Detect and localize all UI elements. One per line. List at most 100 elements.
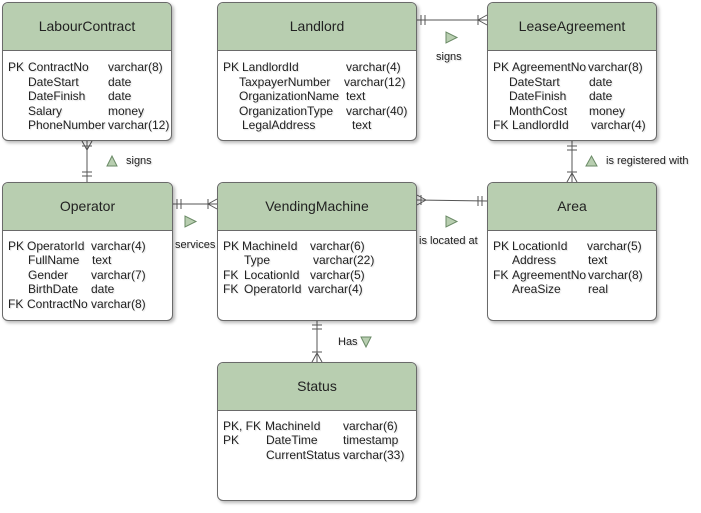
attr-type: varchar(8) bbox=[588, 268, 643, 282]
entity-operator[interactable]: Operator PK OperatorId varchar(4) FullNa… bbox=[2, 182, 173, 321]
attr-key: FK bbox=[493, 268, 509, 282]
attr-type: varchar(6) bbox=[343, 419, 398, 433]
attr-name: DateFinish bbox=[28, 89, 86, 103]
attr-name: OperatorId bbox=[27, 239, 85, 253]
attr-type: varchar(8) bbox=[588, 60, 643, 74]
attr-key: FK bbox=[8, 297, 24, 311]
entity-status[interactable]: Status PK, FK MachineId varchar(6) PK Da… bbox=[217, 362, 417, 501]
attr-type: date bbox=[91, 282, 115, 296]
attr-name: DateTime bbox=[266, 433, 318, 447]
attr-name: TaxpayerNumber bbox=[239, 75, 331, 89]
attr-type: varchar(22) bbox=[313, 253, 375, 267]
attr-name: AreaSize bbox=[512, 282, 561, 296]
attr-name: OperatorId bbox=[244, 282, 302, 296]
attr-type: money bbox=[108, 104, 145, 118]
attr-name: LocationId bbox=[512, 239, 568, 253]
attr-name: PhoneNumber bbox=[28, 118, 106, 132]
attr-type: text bbox=[352, 118, 372, 132]
entity-title: Area bbox=[488, 183, 656, 231]
attr-name: DateStart bbox=[509, 75, 560, 89]
attr-key: FK bbox=[223, 282, 239, 296]
attr-key: PK bbox=[493, 60, 510, 74]
entity-title: Landlord bbox=[218, 3, 416, 51]
attr-type: date bbox=[589, 75, 613, 89]
attr-type: varchar(4) bbox=[308, 282, 363, 296]
entity-landlord[interactable]: Landlord PK LandlordId varchar(4) Taxpay… bbox=[217, 2, 417, 141]
attr-name: Gender bbox=[28, 268, 69, 282]
attr-key: FK bbox=[223, 268, 239, 282]
attr-key: PK bbox=[8, 239, 25, 253]
attr-type: timestamp bbox=[343, 433, 399, 447]
attr-type: varchar(40) bbox=[346, 104, 408, 118]
attr-name: CurrentStatus bbox=[266, 448, 341, 462]
attr-name: LegalAddress bbox=[242, 118, 316, 132]
attr-type: real bbox=[588, 282, 609, 296]
direction-arrow-machine-status bbox=[360, 336, 372, 349]
attr-name: LocationId bbox=[244, 268, 300, 282]
attr-name: BirthDate bbox=[28, 282, 79, 296]
direction-arrow-machine-area bbox=[445, 215, 459, 228]
attr-type: varchar(6) bbox=[310, 239, 365, 253]
attr-key: PK bbox=[223, 60, 240, 74]
attr-key: PK bbox=[223, 433, 240, 447]
attr-type: varchar(12) bbox=[344, 75, 406, 89]
rel-label-machine-status: Has bbox=[338, 336, 358, 348]
attr-name: LandlordId bbox=[512, 118, 569, 132]
attr-name: DateStart bbox=[28, 75, 79, 89]
attr-name: LandlordId bbox=[242, 60, 299, 74]
edge-machine-area bbox=[416, 199, 488, 202]
attr-key: PK bbox=[8, 60, 25, 74]
entity-area[interactable]: Area PK LocationId varchar(5) Address te… bbox=[487, 182, 657, 321]
rel-label-landlord-lease: signs bbox=[436, 51, 462, 63]
attr-name: MachineId bbox=[242, 239, 298, 253]
direction-arrow-landlord-lease bbox=[445, 31, 459, 44]
attr-name: ContractNo bbox=[27, 297, 88, 311]
direction-arrow-operator-machine bbox=[184, 215, 198, 228]
attr-name: Address bbox=[512, 253, 557, 267]
attr-name: MachineId bbox=[265, 419, 321, 433]
attr-type: date bbox=[108, 75, 132, 89]
attr-type: money bbox=[589, 104, 626, 118]
attr-type: text bbox=[92, 253, 112, 267]
entity-title: VendingMachine bbox=[218, 183, 416, 231]
attr-name: Salary bbox=[28, 104, 63, 118]
entity-title: Status bbox=[218, 363, 416, 411]
entity-title: Operator bbox=[3, 183, 172, 231]
attr-name: OrganizationName bbox=[239, 89, 340, 103]
attr-type: varchar(12) bbox=[108, 118, 170, 132]
attr-type: date bbox=[108, 89, 132, 103]
attr-type: varchar(8) bbox=[108, 60, 163, 74]
attr-name: OrganizationType bbox=[239, 104, 334, 118]
attr-type: varchar(4) bbox=[591, 118, 646, 132]
attr-name: AgreementNo bbox=[512, 60, 587, 74]
attr-name: Type bbox=[244, 253, 271, 267]
rel-label-machine-area: is located at bbox=[419, 235, 478, 247]
rel-label-operator-machine: services bbox=[175, 239, 216, 251]
attr-type: varchar(33) bbox=[343, 448, 405, 462]
attr-name: MonthCost bbox=[509, 104, 568, 118]
attr-type: varchar(8) bbox=[91, 297, 146, 311]
attr-key: FK bbox=[493, 118, 509, 132]
attr-type: varchar(4) bbox=[346, 60, 401, 74]
attr-type: text bbox=[588, 253, 608, 267]
attr-name: FullName bbox=[28, 253, 80, 267]
attr-name: ContractNo bbox=[28, 60, 89, 74]
rel-label-contract-operator: signs bbox=[126, 155, 152, 167]
attr-name: DateFinish bbox=[509, 89, 567, 103]
attr-type: varchar(5) bbox=[310, 268, 365, 282]
attr-type: text bbox=[346, 89, 366, 103]
rel-label-lease-area: is registered with bbox=[606, 155, 689, 167]
attr-type: date bbox=[589, 89, 613, 103]
entity-title: LabourContract bbox=[3, 3, 171, 51]
attr-key: PK bbox=[223, 239, 240, 253]
entity-labour-contract[interactable]: LabourContract PK ContractNo varchar(8) … bbox=[2, 2, 172, 141]
direction-arrow-contract-operator bbox=[106, 154, 118, 167]
attr-name: AgreementNo bbox=[512, 268, 587, 282]
entity-vending-machine[interactable]: VendingMachine PK MachineId varchar(6) T… bbox=[217, 182, 417, 321]
attr-type: varchar(4) bbox=[91, 239, 146, 253]
attr-key: PK, FK bbox=[223, 419, 262, 433]
attr-type: varchar(7) bbox=[91, 268, 146, 282]
entity-lease-agreement[interactable]: LeaseAgreement PK AgreementNo varchar(8)… bbox=[487, 2, 657, 141]
